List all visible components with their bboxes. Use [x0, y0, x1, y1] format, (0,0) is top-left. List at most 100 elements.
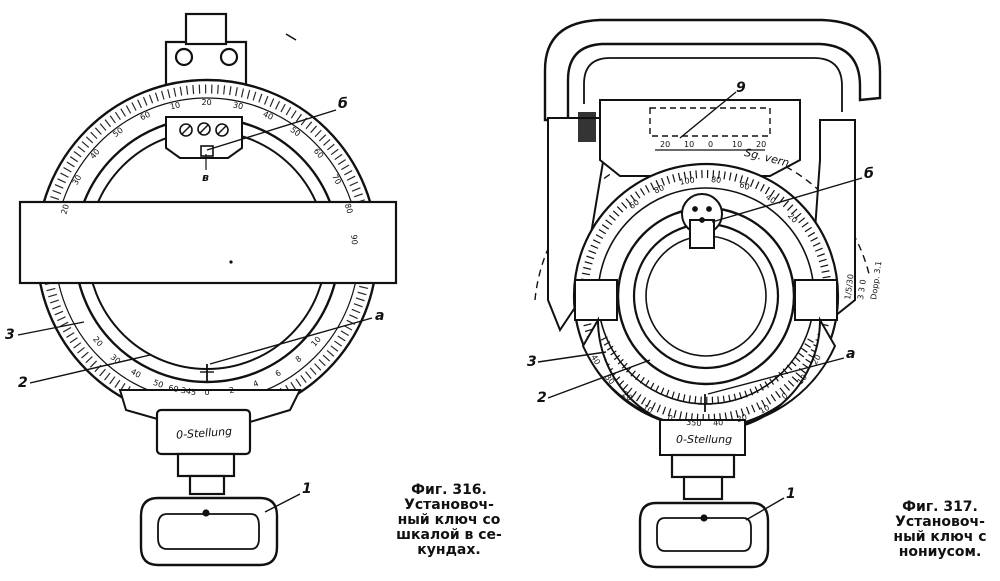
scale-label: 20: [810, 353, 823, 366]
vernier-label: 20: [660, 140, 670, 149]
screw-3-slot: [217, 125, 227, 135]
handle-opening-317: [656, 517, 752, 552]
fig316-label-v: в: [202, 171, 209, 184]
scale-label: 10: [169, 100, 181, 111]
scale-label: 30: [71, 173, 84, 186]
fig317-label-2: 2: [537, 390, 547, 406]
leader-1-317: [745, 497, 785, 521]
side-text: 3 3 0: [856, 279, 868, 300]
screw-2: [197, 122, 211, 136]
scale-label: 4: [252, 379, 260, 389]
caption-line: нониусом.: [898, 544, 982, 560]
leader-2-317: [547, 359, 651, 399]
scale-label: 0: [204, 388, 209, 397]
caption-line: шкалой в се-: [396, 527, 502, 543]
screw-1-slot: [181, 125, 191, 135]
scale-label: 50: [152, 378, 165, 390]
scale-label: 30: [232, 100, 244, 111]
index-block: [200, 145, 214, 157]
clamp-block-left: [574, 279, 618, 321]
scale-label: 20: [736, 413, 748, 425]
leader-a: [209, 317, 373, 365]
fig316-label-1: 1: [302, 481, 312, 497]
fig317-label-g: 9: [736, 80, 746, 96]
knurled-grip: [578, 112, 596, 142]
screw-1: [179, 123, 193, 137]
scale-label: 10: [758, 403, 771, 416]
vernier-label: 10: [684, 140, 694, 149]
scale-label: 0: [780, 391, 790, 401]
leader-b-317: [711, 177, 863, 223]
fig317-label-3: 3: [527, 354, 537, 370]
leader-a-317: [707, 357, 845, 395]
knob-dot-3: [699, 217, 705, 223]
leader-3: [17, 321, 85, 336]
clamp-block-right: [794, 279, 838, 321]
scale-label: 40: [713, 418, 724, 428]
leader-1: [264, 493, 301, 513]
scale-label: 40: [129, 367, 142, 380]
stem-lower-317: [682, 475, 724, 501]
caption-line: ный ключ со: [397, 512, 501, 528]
leader-g: [679, 91, 737, 139]
scale-label: 90: [349, 234, 359, 245]
knob-dot-1: [692, 206, 698, 212]
fig317-label-1: 1: [786, 486, 796, 502]
scale-label: 20: [201, 98, 211, 107]
scale-label: 350: [686, 418, 702, 428]
scale-label: 40: [589, 353, 602, 366]
clamp-frame-inner: [583, 57, 843, 112]
cover-bar: [18, 200, 398, 285]
mount-tab: [184, 12, 228, 46]
side-text: Dopp. 3.1: [869, 260, 883, 300]
vernier-window: [649, 107, 771, 137]
stem-lower: [188, 474, 226, 496]
clamp-frame-outer: [543, 18, 882, 122]
screw-clamp: [165, 116, 243, 159]
fig316-label-2: 2: [18, 375, 28, 391]
fig316-label-b: б: [338, 96, 348, 112]
mount-hole-left: [174, 47, 194, 67]
caption-line: Фиг. 316.: [411, 482, 487, 498]
screw-3: [215, 123, 229, 137]
scale-label: 80: [343, 202, 354, 214]
scale-label: 6: [274, 368, 283, 378]
fig317-plate-text: 0-Stellung: [676, 433, 732, 446]
stray-mark: [285, 33, 297, 41]
handle-hole: [202, 509, 210, 517]
vernier-label: 10: [732, 140, 742, 149]
scale-label: 60: [738, 180, 751, 192]
fig317-label-a: а: [846, 346, 855, 362]
caption-line: кундах.: [417, 542, 481, 558]
caption-line: ный ключ с: [893, 529, 987, 545]
scale-label: 10: [641, 403, 654, 416]
lower-housing-317: [659, 419, 746, 456]
caption-line: Установоч-: [404, 497, 494, 513]
centre-knob-body: [689, 219, 715, 249]
scale-label: 0: [666, 413, 673, 423]
scale-label: 20: [59, 203, 70, 215]
scale-label: 8: [294, 354, 304, 364]
stem-upper: [176, 452, 236, 478]
vernier-label: 20: [756, 140, 766, 149]
scale-label: 60: [139, 110, 152, 122]
mount-hole-right: [219, 47, 239, 67]
handle-opening: [157, 513, 260, 550]
knob-dot-2: [706, 206, 712, 212]
fig317-label-b: б: [864, 166, 874, 182]
stray-dot: [229, 260, 233, 264]
scale-label: 80: [653, 183, 666, 195]
fig316-label-3: 3: [5, 327, 15, 343]
scale-label: 100: [679, 175, 696, 186]
stem-upper-317: [670, 453, 736, 479]
handle-hole-317: [700, 514, 708, 522]
leader-2: [29, 354, 151, 384]
figure-316: [17, 12, 398, 567]
side-text: 1/5/30: [843, 274, 855, 301]
scale-label: 40: [262, 110, 275, 122]
